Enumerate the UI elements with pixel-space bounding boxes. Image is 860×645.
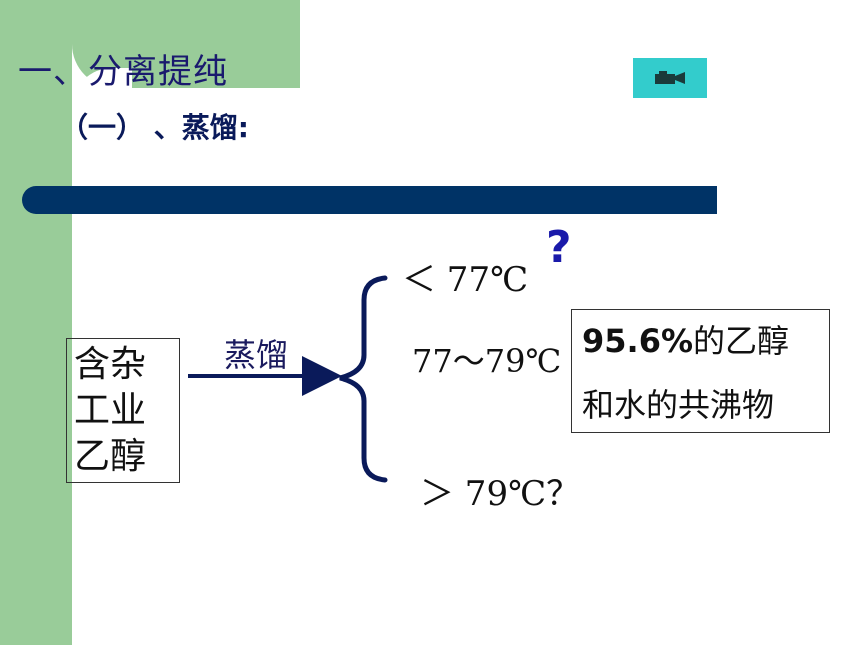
output-mid-temp: 77～79℃: [412, 342, 562, 380]
left-green-strip: [0, 0, 72, 645]
section-subtitle: （一） 、蒸馏:: [60, 111, 249, 144]
output-high-temp: ＞ 79℃？: [420, 474, 581, 514]
arrow-label: 蒸馏: [224, 336, 289, 374]
input-line: 乙醇: [74, 436, 147, 477]
page-title: 一、分离提纯: [18, 52, 228, 92]
output-low-temp: ＜ 77℃: [402, 260, 529, 300]
input-line: 含杂: [74, 344, 147, 385]
camera-icon: [655, 71, 685, 84]
input-line: 工业: [74, 390, 147, 431]
input-label: 含杂 工业 乙醇: [74, 342, 146, 480]
question-mark: ?: [546, 222, 572, 273]
result-percent: 95.6%: [582, 322, 694, 360]
result-box: [571, 309, 830, 433]
branch-brace: [339, 275, 388, 483]
result-line-1-rest: 的乙醇: [693, 322, 790, 360]
video-button[interactable]: [633, 58, 707, 98]
section-divider-bar: [22, 186, 717, 214]
input-box: [66, 338, 180, 483]
result-line-1: 95.6%的乙醇: [582, 316, 789, 362]
result-line-2: 和水的共沸物: [582, 386, 775, 424]
